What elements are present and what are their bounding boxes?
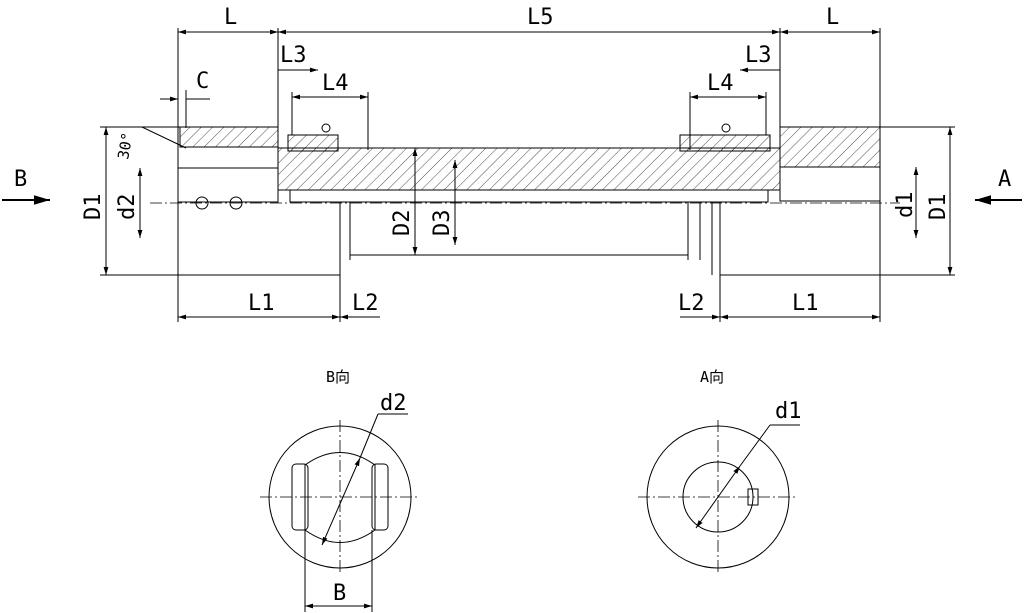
label-L5: L5: [527, 5, 554, 30]
label-B-arrow: B: [14, 167, 27, 192]
label-L3-left: L3: [280, 43, 307, 68]
b-view-title: B向: [326, 368, 350, 386]
right-hub: [779, 126, 881, 275]
label-D1-right: D1: [926, 194, 951, 221]
main-view-labels: L L5 L L3 L3 L4 L4 C 30° B A D1 d2 D2 D3…: [14, 5, 1011, 316]
label-D3: D3: [430, 210, 455, 237]
label-L4-left: L4: [322, 71, 349, 96]
b-view: B向 d2 B: [260, 368, 420, 612]
vertical-dimensions: [100, 126, 955, 276]
label-L-right: L: [826, 5, 839, 30]
label-L2-right: L2: [678, 291, 705, 316]
b-view-width-B: B: [333, 581, 346, 606]
label-L-left: L: [224, 5, 237, 30]
label-D1-left: D1: [81, 194, 106, 221]
label-d2: d2: [115, 194, 140, 221]
a-view: A向 d1: [638, 368, 802, 575]
label-L3-right: L3: [745, 43, 772, 68]
label-C: C: [196, 69, 209, 94]
label-L2-left: L2: [352, 291, 379, 316]
label-D2: D2: [390, 210, 415, 237]
label-angle: 30°: [114, 131, 136, 161]
a-view-title: A向: [700, 368, 724, 386]
label-d1: d1: [893, 192, 918, 219]
bottom-dimensions: [177, 275, 881, 322]
label-A-arrow: A: [998, 167, 1011, 192]
a-view-dim-d1: d1: [775, 399, 802, 424]
left-hub: [141, 126, 279, 275]
central-shaft: [150, 123, 900, 275]
b-view-dim-d2: d2: [380, 391, 407, 416]
label-L1-left: L1: [248, 291, 275, 316]
label-L4-right: L4: [707, 71, 734, 96]
label-L1-right: L1: [792, 291, 819, 316]
